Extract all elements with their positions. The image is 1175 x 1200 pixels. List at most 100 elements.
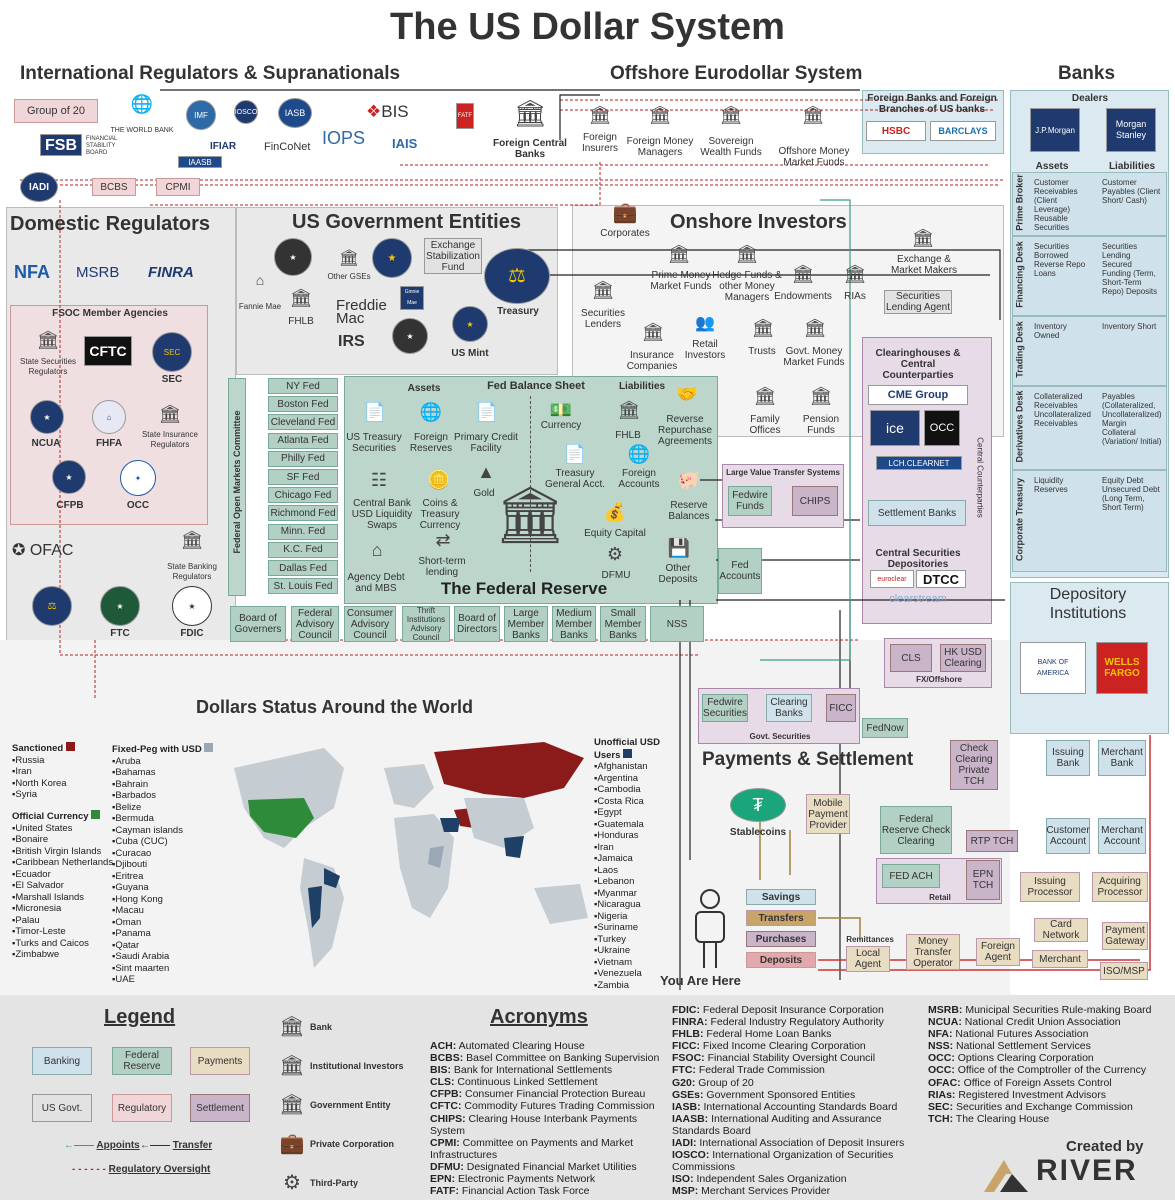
desk-label: Prime Broker (1014, 174, 1025, 231)
acronym-item: CHIPS: Clearing House Interbank Payments… (430, 1112, 638, 1137)
ice-logo: ice (870, 410, 920, 446)
institutional-icon: 🏛 (719, 105, 743, 125)
coins-label: Coins & Treasury Currency (419, 498, 461, 531)
legend-oversight: - - - - - - Regulatory Oversight (72, 1164, 211, 1175)
institutional-icon: 🏛 (735, 244, 759, 264)
acronym-item: OCC: Office of the Comptroller of the Cu… (928, 1064, 1147, 1077)
fomc-label: Federal Open Markets Committee (232, 410, 242, 554)
acronym-item: FHLB: Federal Home Loan Banks (672, 1028, 832, 1041)
country-item: ▪British Virgin Islands (12, 845, 102, 857)
gear-icon: ⚙ (606, 544, 624, 564)
peg-heading: Fixed-Peg with USD (112, 744, 202, 755)
legend-transfer: ←—— Transfer (140, 1140, 213, 1151)
csd-label: Central Securities Depositories (875, 548, 961, 570)
retail-label: Retail (929, 893, 951, 902)
fed-council-box: Board of Directors (454, 606, 500, 642)
bank-icon: 🏛 (513, 98, 547, 128)
world-header: Dollars Status Around the World (196, 697, 474, 717)
epn-box: EPN TCH (966, 860, 1000, 900)
customer-account-box: Customer Account (1046, 818, 1090, 854)
desk-assets: Customer Receivables (Client Leverage) R… (1034, 178, 1078, 232)
fdic-seal: ★ (172, 586, 212, 626)
stablecoin-icon: ₮ (730, 788, 786, 822)
country-item: ▪Syria (12, 789, 38, 800)
sec-seal: SEC (152, 332, 192, 372)
foreign-agent-box: Foreign Agent (976, 938, 1020, 966)
swaps-label: Central Bank USD Liquidity Swaps (351, 498, 413, 531)
acronym-item: DFMU: Designated Financial Market Utilit… (430, 1160, 637, 1173)
country-item: ▪Bahrain (112, 778, 149, 790)
iosco-logo: IOSCO (234, 100, 258, 124)
finra-logo: FINRA (148, 264, 194, 281)
insurance-label: Insurance Companies (626, 350, 678, 372)
iaasb-logo: IAASB (178, 156, 222, 168)
local-agent-box: Local Agent (846, 946, 890, 972)
institutional-icon: 🏛 (809, 386, 833, 406)
dealers-label: Dealers (1071, 93, 1109, 104)
acronyms-col3: MSRB: Municipal Securities Rule-making B… (928, 1004, 1168, 1125)
country-item: ▪Afghanistan (594, 761, 648, 772)
g20-box: Group of 20 (14, 99, 98, 123)
desk-row (1012, 386, 1167, 470)
depository-header: Depository Institutions (1049, 586, 1127, 622)
legend-banking: Banking (32, 1047, 92, 1075)
country-item: ▪Hong Kong (112, 893, 163, 905)
fed-assets-label: Assets (407, 383, 441, 394)
treasury-dept-seal: ⚖ (484, 248, 550, 304)
pmmf-label: Prime Money Market Funds (650, 270, 712, 292)
briefcase-icon: 💼 (279, 1133, 305, 1155)
desk-row (1012, 172, 1167, 236)
acronym-item: FICC: Fixed Income Clearing Corporation (672, 1040, 866, 1053)
legend-settlement: Settlement (190, 1094, 250, 1122)
country-item: ▪Micronesia (12, 903, 62, 914)
acronym-item: CFPB: Consumer Financial Protection Bure… (430, 1088, 646, 1101)
country-item: ▪Qatar (112, 939, 140, 951)
fres-label: Foreign Reserves (409, 432, 453, 454)
merchant-bank-box: Merchant Bank (1098, 740, 1146, 776)
imf-logo: IMF (186, 100, 216, 130)
desk-row (1012, 470, 1167, 572)
gear-icon: ⚙ (283, 1172, 301, 1194)
ncua-seal: ★ (30, 400, 64, 434)
desk-assets: Inventory Owned (1034, 322, 1067, 340)
country-item: ▪Djibouti (112, 859, 148, 870)
country-item: ▪Ukraine (594, 945, 631, 956)
iadi-logo: IADI (20, 172, 58, 202)
you-are-here-label: You Are Here (660, 973, 741, 988)
legend-title: Legend (104, 1006, 176, 1028)
country-item: ▪Nicaragua (594, 899, 641, 910)
retail-investors-label: Retail Investors (684, 339, 726, 361)
official-list: Official Currency ▪United States▪Bonaire… (12, 810, 113, 961)
acronym-item: GSEs: Government Sponsored Entities (672, 1088, 856, 1101)
acronym-item: CLS: Continuous Linked Settlement (430, 1076, 598, 1089)
house-icon: ⌂ (255, 272, 265, 288)
fed-council-box: Thrift Institutions Advisory Council (402, 606, 450, 642)
fed-district-box: Richmond Fed (268, 505, 338, 522)
fed-council-box: Medium Member Banks (552, 606, 596, 642)
piggy-bank-icon: 🐖 (677, 470, 701, 490)
fedwire-securities-box: Fedwire Securities (702, 694, 748, 722)
document-icon: 📄 (475, 402, 499, 422)
country-item: ▪Cayman islands (112, 824, 183, 836)
institutional-icon: 🏛 (751, 318, 775, 338)
legend-icon-label: Government Entity (310, 1100, 391, 1110)
country-item: ▪Aruba (112, 755, 141, 767)
transfers-box: Transfers (746, 910, 816, 926)
globe-icon: 🌐 (627, 444, 651, 464)
deposit-icon: 💾 (667, 538, 691, 558)
ccp-vertical: Central Counterparties (975, 437, 985, 518)
country-item: ▪Suriname (594, 922, 639, 933)
corporates-label: Corporates (600, 228, 650, 239)
bag-icon: 💰 (603, 502, 627, 522)
country-item: ▪Cuba (CUC) (112, 836, 168, 847)
acronym-item: FINRA: Federal Industry Regulatory Autho… (672, 1016, 884, 1029)
treasury-label: Treasury (497, 306, 539, 317)
acronym-item: FTC: Federal Trade Commission (672, 1064, 825, 1077)
rrp-label: Reverse Repurchase Agreements (658, 414, 712, 447)
acronym-item: IAASB: International Auditing and Assura… (672, 1112, 882, 1137)
acronym-item: OCC: Options Clearing Corporation (928, 1052, 1094, 1065)
country-item: ▪Guyana (112, 882, 149, 893)
banks-header: Banks (1058, 63, 1116, 84)
country-item: ▪Russia (12, 754, 45, 766)
